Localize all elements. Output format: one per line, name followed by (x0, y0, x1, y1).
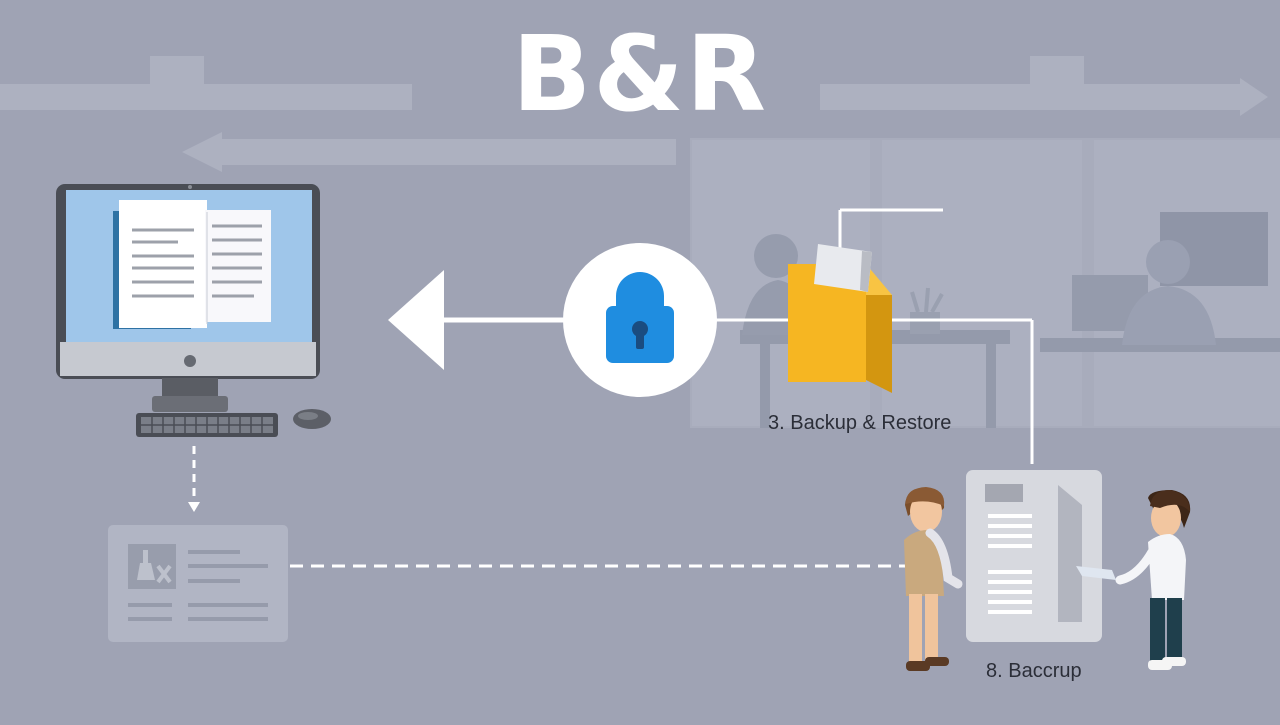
server-icon (966, 470, 1102, 642)
lock-icon (563, 243, 717, 397)
mouse-icon (293, 409, 331, 429)
person-icon (904, 487, 963, 671)
office-scene (690, 138, 1280, 428)
computer-monitor-icon (56, 184, 320, 412)
person-icon (1076, 490, 1191, 670)
backup-restore-label: 3. Backup & Restore (768, 412, 952, 434)
keyboard-icon (136, 413, 278, 437)
backup-label: 8. Baccrup (986, 660, 1082, 682)
record-card-icon (108, 525, 288, 642)
diagram-title: B&R (511, 13, 769, 135)
folder-icon (788, 244, 892, 393)
arrow-left-head (388, 270, 444, 370)
connector-lines (188, 208, 1034, 568)
document-pages (113, 200, 271, 329)
background-arrows (0, 56, 1268, 172)
